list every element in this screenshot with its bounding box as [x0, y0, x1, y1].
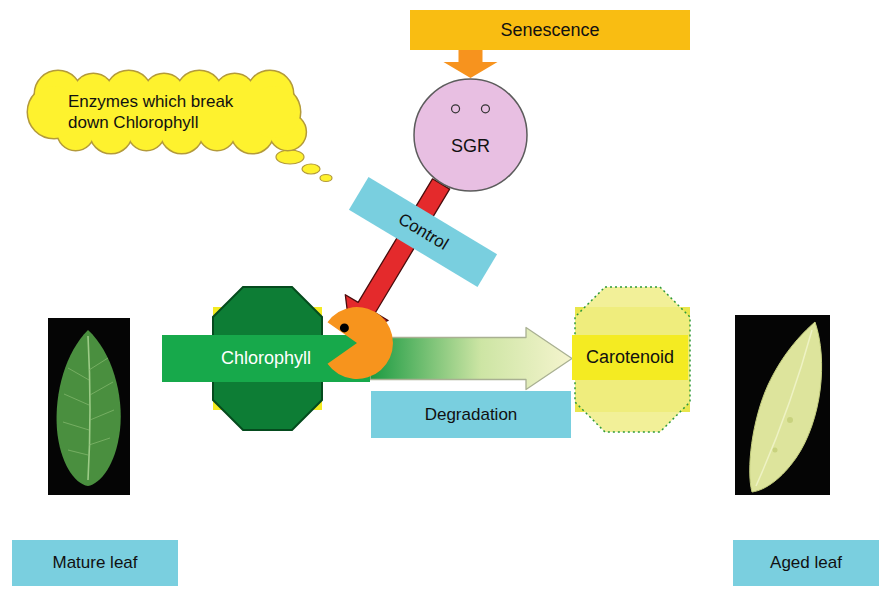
edge-label-text: Control — [394, 209, 452, 255]
thought-bubble — [276, 150, 304, 164]
node-text: Senescence — [500, 19, 599, 42]
leaf-vein — [63, 358, 114, 455]
stage-box: Senescence — [410, 10, 690, 50]
leaf-spot — [773, 448, 778, 453]
leaf-photo — [48, 318, 130, 495]
node-text: Aged leaf — [770, 552, 842, 573]
node-text: Carotenoid — [586, 346, 674, 369]
thought-bubble — [320, 175, 332, 182]
edge-label-text: Degradation — [425, 404, 518, 425]
node-text: Enzymes which break down Chlorophyll — [68, 91, 253, 134]
circle-shape — [414, 79, 527, 191]
node-text: Mature leaf — [52, 552, 137, 573]
thought-bubble — [302, 164, 320, 174]
enzyme-figure — [319, 305, 395, 381]
carotenoid-octagon — [575, 287, 690, 432]
green-leaf — [57, 330, 121, 486]
node-text: SGR — [451, 135, 490, 158]
leaf-vein — [756, 330, 812, 486]
leaf-spot — [787, 417, 793, 423]
cloud-outline — [28, 74, 300, 150]
caption-box: Mature leaf — [12, 540, 178, 586]
yellow-leaf — [750, 322, 822, 492]
enzyme-eye — [340, 323, 349, 332]
eye-dot — [481, 105, 489, 113]
enzyme-body — [328, 307, 393, 379]
thought-cloud: Enzymes which break down Chlorophyll — [28, 74, 300, 150]
caption-box: Aged leaf — [733, 540, 879, 586]
pigment-box: Carotenoid — [572, 335, 688, 380]
circle-outline — [413, 78, 528, 192]
block-arrow — [444, 50, 498, 78]
protein-circle: SGR — [413, 78, 528, 192]
eye-dot — [452, 105, 460, 113]
pigment-box: Chlorophyll — [162, 335, 370, 382]
edge-label: Control — [349, 177, 497, 287]
leaf-photo — [735, 315, 830, 495]
chlorophyll-octagon — [213, 287, 322, 430]
cloud-fill — [48, 90, 280, 134]
node-text: Chlorophyll — [221, 347, 311, 370]
block-arrow — [370, 328, 572, 390]
edge-label: Degradation — [371, 391, 571, 438]
leaf-vein — [88, 336, 90, 480]
